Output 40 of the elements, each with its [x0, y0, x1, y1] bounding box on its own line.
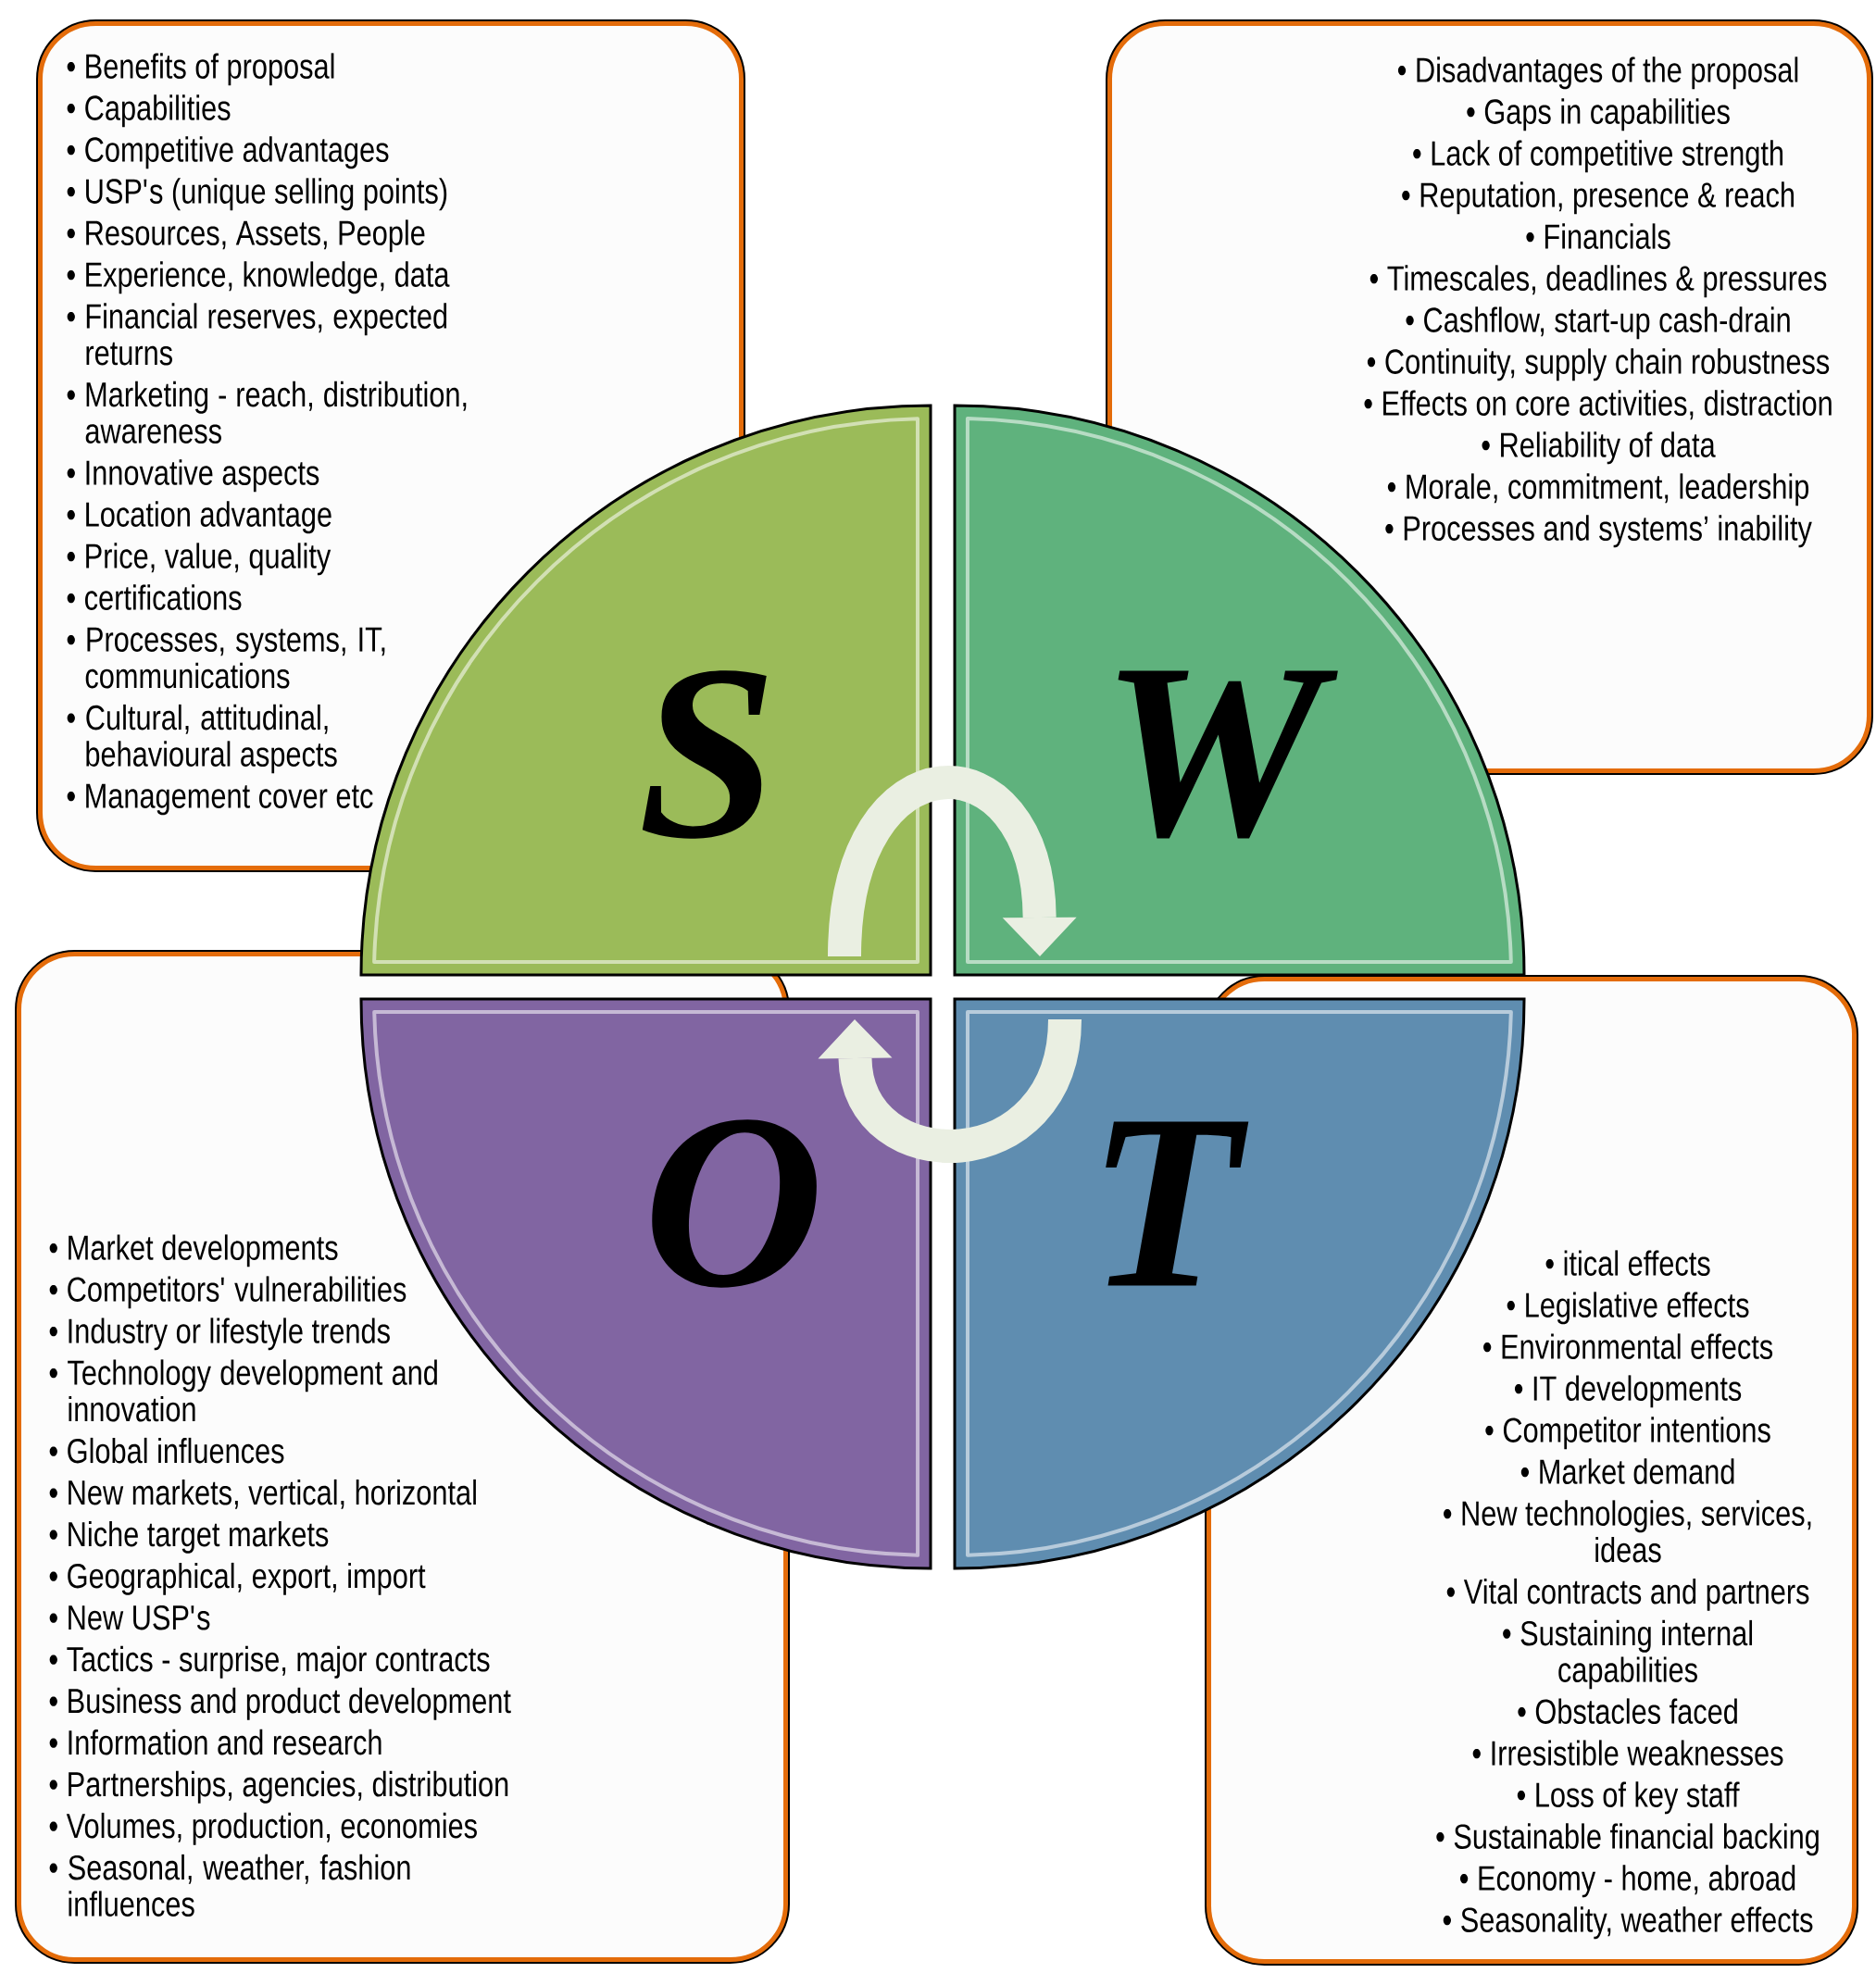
curved-arrow [818, 1018, 1082, 1163]
list-item: • Timescales, deadlines & pressures [1369, 265, 1827, 298]
list-item: • Financial reserves, expected returns [67, 303, 447, 366]
list-item: • Location advantage [67, 501, 331, 534]
list-item: • New USP's [49, 1605, 210, 1630]
list-item: • Capabilities [67, 94, 231, 128]
list-item: • Resources, Assets, People [67, 219, 425, 253]
list-item: • Loss of key staff [1517, 1781, 1740, 1815]
list-item: • Cashflow, start-up cash-drain [1406, 306, 1790, 340]
list-item: • Lack of competitive strength [1413, 140, 1783, 173]
list-item: • Experience, knowledge, data [67, 261, 450, 294]
list-item: • Seasonality, weather effects [1443, 1906, 1813, 1940]
list-item: • Global influences [49, 1437, 284, 1464]
list-item: • Disadvantages of the proposal [1397, 56, 1798, 90]
list-item: • Niche target markets [49, 1520, 329, 1554]
list-item: • itical effects [1545, 1250, 1710, 1276]
list-item: • Competitive advantages [67, 136, 389, 169]
list-item: • Information and research [49, 1729, 381, 1755]
list-item: • Market developments [49, 1234, 338, 1267]
list-item: • certifications [67, 584, 242, 610]
list-item: • USP's (unique selling points) [67, 178, 447, 211]
list-item: • Partnerships, agencies, distribution [49, 1770, 508, 1804]
list-item: • Sustainable financial backing [1436, 1823, 1819, 1856]
list-item: • Tactics - surprise, major contracts [49, 1645, 490, 1679]
list-item: • Vital contracts and partners [1446, 1578, 1809, 1611]
list-item: • Economy - home, abroad [1459, 1865, 1795, 1898]
list-item: • Gaps in capabilities [1467, 98, 1730, 131]
list-item: • Innovative aspects [67, 459, 319, 493]
list-item: • Sustaining internal capabilities [1503, 1619, 1753, 1690]
list-item: • Reputation, presence & reach [1402, 181, 1794, 215]
list-item: • Benefits of proposal [67, 53, 334, 86]
list-item: • Price, value, quality [67, 543, 331, 576]
list-item: • Continuity, supply chain robustness [1367, 348, 1830, 381]
list-item: • Irresistible weaknesses [1472, 1740, 1783, 1766]
list-item: • Seasonal, weather, fashion influences [49, 1854, 410, 1917]
list-item: • Business and product development [49, 1687, 511, 1720]
list-item: • Volumes, production, economies [49, 1812, 477, 1845]
list-item: • Obstacles faced [1518, 1698, 1737, 1724]
list-item: • Financials [1526, 223, 1670, 249]
list-item: • Cultural, attitudinal, behavioural aspects [67, 704, 337, 774]
